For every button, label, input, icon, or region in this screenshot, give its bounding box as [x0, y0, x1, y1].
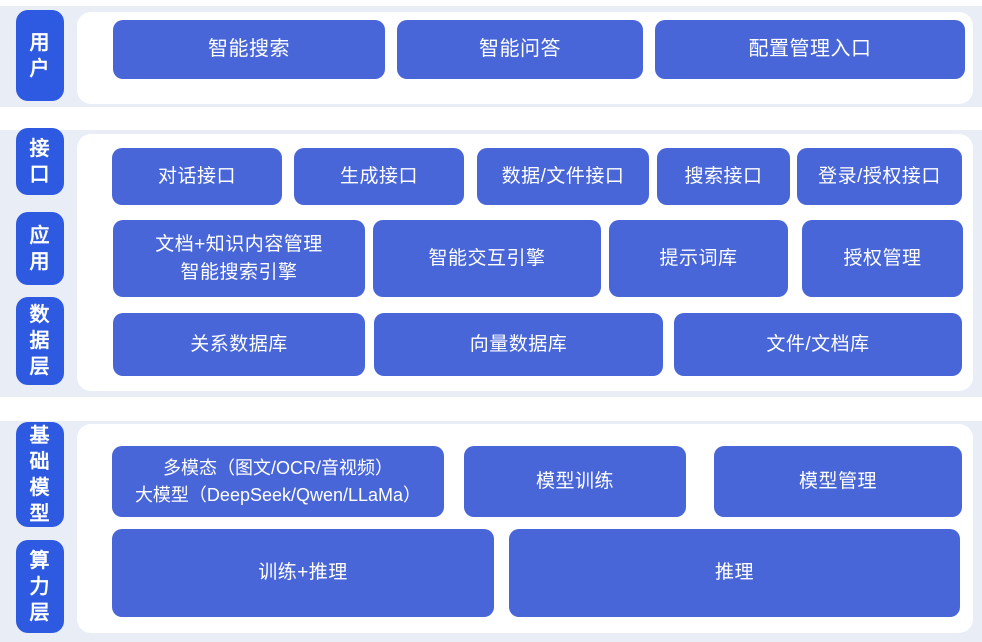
layer-label-compute: 算力层 — [16, 540, 64, 633]
box-model-management: 模型管理 — [714, 446, 962, 517]
box-training-plus-inference: 训练+推理 — [112, 529, 494, 617]
box-file-document-library: 文件/文档库 — [674, 313, 962, 376]
box-dialog-api: 对话接口 — [112, 148, 282, 205]
box-smart-search: 智能搜索 — [113, 20, 385, 79]
box-doc-knowledge-management-search-engine: 文档+知识内容管理 智能搜索引擎 — [113, 220, 365, 297]
layer-label-data: 数据层 — [16, 297, 64, 385]
box-config-management-entry: 配置管理入口 — [655, 20, 965, 79]
box-inference: 推理 — [509, 529, 960, 617]
layer-label-application: 应用 — [16, 212, 64, 285]
box-prompt-library: 提示词库 — [609, 220, 788, 297]
box-smart-interaction-engine: 智能交互引擎 — [373, 220, 601, 297]
box-data-file-api: 数据/文件接口 — [477, 148, 649, 205]
layer-label-foundation-model: 基础模型 — [16, 422, 64, 527]
box-relational-database: 关系数据库 — [113, 313, 365, 376]
box-authorization-management: 授权管理 — [802, 220, 963, 297]
layer-label-user: 用户 — [16, 10, 64, 101]
box-model-training: 模型训练 — [464, 446, 686, 517]
layer-label-interface: 接口 — [16, 128, 64, 195]
box-login-auth-api: 登录/授权接口 — [797, 148, 962, 205]
box-generation-api: 生成接口 — [294, 148, 464, 205]
box-smart-qa: 智能问答 — [397, 20, 643, 79]
box-vector-database: 向量数据库 — [374, 313, 663, 376]
box-multimodal-large-model: 多模态（图文/OCR/音视频） 大模型（DeepSeek/Qwen/LLaMa） — [112, 446, 444, 517]
box-search-api: 搜索接口 — [657, 148, 790, 205]
